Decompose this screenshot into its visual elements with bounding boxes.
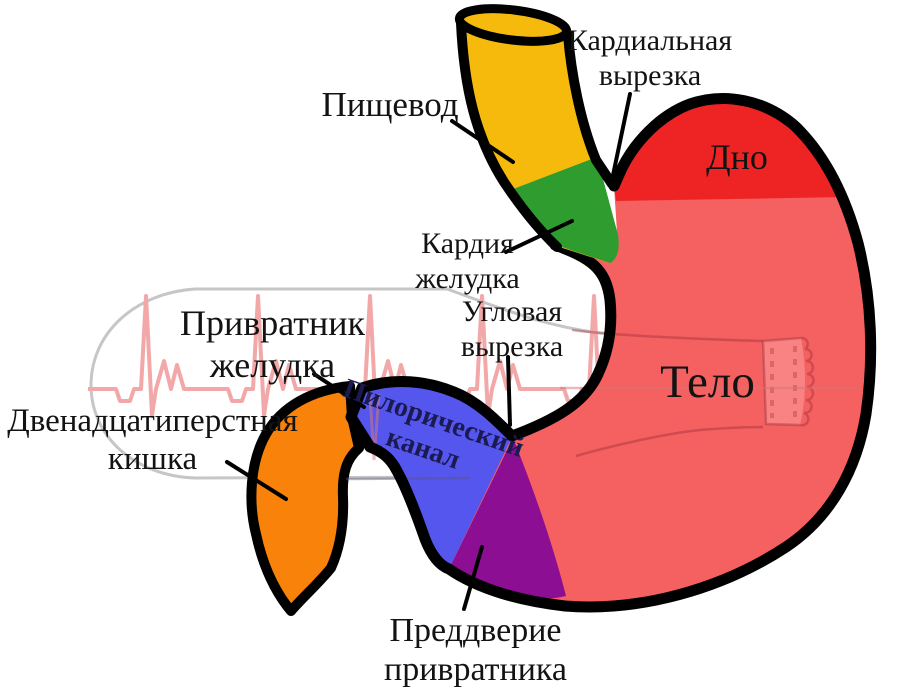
bottle-cap-outline xyxy=(761,336,802,427)
label-cardiac-notch: Кардиальная вырезка xyxy=(560,24,740,94)
label-lines xyxy=(225,92,632,611)
esophagus-line xyxy=(450,119,515,164)
label-esophagus-text: Пищевод xyxy=(321,85,459,124)
pyloric-canal-region xyxy=(351,381,512,569)
label-pylorus-line1: Привратник xyxy=(179,303,366,343)
cardiac-notch-line xyxy=(610,92,632,182)
label-cardia: Кардия желудка xyxy=(395,227,540,297)
bottle-cap xyxy=(763,338,805,425)
label-duodenum-line2: кишка xyxy=(107,441,198,478)
label-angular-notch: Угловая вырезка xyxy=(437,295,587,365)
label-pylorus-line2: желудка xyxy=(209,344,336,385)
esophagus-right-edge xyxy=(563,30,617,189)
label-antrum: Преддверие привратника xyxy=(358,611,593,690)
pylorus-line xyxy=(312,372,366,409)
label-cardia-line1: Кардия xyxy=(421,227,514,260)
cardia-line xyxy=(504,219,574,254)
label-duodenum-line1: Двенадцатиперстная xyxy=(7,403,298,439)
esophagus-opening xyxy=(454,4,572,46)
cardia-tube-segment xyxy=(508,157,619,263)
duodenum-line xyxy=(225,460,288,501)
label-esophagus: Пищевод xyxy=(320,85,460,126)
label-fundus-text: Дно xyxy=(706,137,768,177)
stomach-outline xyxy=(345,93,877,613)
label-antrum-line1: Преддверие xyxy=(389,612,562,649)
antrum-line xyxy=(462,545,484,611)
label-pylorus: Привратник желудка xyxy=(170,303,375,387)
label-body: Тело xyxy=(645,355,770,410)
esophagus-outline xyxy=(456,18,617,252)
label-angular-notch-line1: Угловая xyxy=(461,295,563,328)
bottle-cap-crimp-edge xyxy=(799,336,815,427)
label-antrum-line2: привратника xyxy=(384,651,567,689)
duodenum-region xyxy=(246,381,364,616)
label-cardia-line2: желудка xyxy=(415,261,520,295)
bottle-body-outline xyxy=(89,287,483,480)
label-duodenum: Двенадцатиперстная кишка xyxy=(0,402,305,479)
bottle-neck-bottom-overlay xyxy=(575,425,764,458)
label-cardiac-notch-line1: Кардиальная xyxy=(567,24,733,57)
bottle-overlay xyxy=(345,328,860,481)
label-angular-notch-line2: вырезка xyxy=(460,329,564,363)
bottle-neck-top-overlay xyxy=(571,328,764,343)
label-cardiac-notch-line2: вырезка xyxy=(598,58,702,92)
esophagus-left-edge xyxy=(456,18,562,252)
angular-notch-line xyxy=(506,355,512,427)
label-fundus: Дно xyxy=(687,137,787,179)
label-body-text: Тело xyxy=(660,356,755,408)
bottle-bottom-overlay xyxy=(345,476,471,481)
ecg-spike-overlay xyxy=(368,393,381,461)
